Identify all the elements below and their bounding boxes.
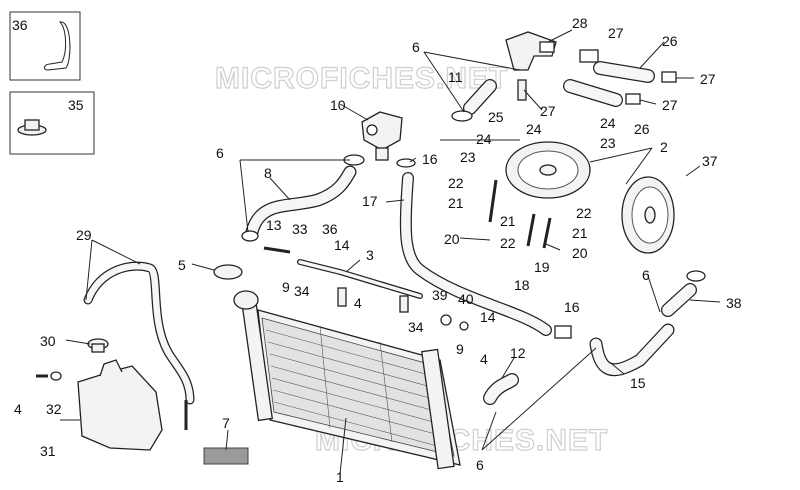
callout-27: 27 [700,71,716,87]
callout-5: 5 [178,257,186,273]
inset-box-35 [9,91,95,155]
callout-4: 4 [14,401,22,417]
bolt-20b [526,213,536,247]
decal-7 [203,447,249,465]
sensor-25 [517,79,527,101]
callout-26: 26 [634,121,650,137]
callout-24: 24 [526,121,542,137]
callout-34: 34 [408,319,424,335]
callout-38: 38 [726,295,742,311]
callout-22: 22 [448,175,464,191]
callout-22: 22 [500,235,516,251]
callout-22: 22 [576,205,592,221]
clamp-27d [539,41,555,53]
washer-39 [440,314,452,326]
callout-28: 28 [572,15,588,31]
callout-6: 6 [642,267,650,283]
callout-21: 21 [572,225,588,241]
callout-4: 4 [354,295,362,311]
callout-14: 14 [334,237,350,253]
bolt-13 [263,246,291,254]
callout-39: 39 [432,287,448,303]
callout-24: 24 [600,115,616,131]
grommet-top [24,119,40,131]
radiator [233,290,461,470]
bolt-20a [488,179,498,223]
callout-24: 24 [476,131,492,147]
clamp-27c [625,93,641,105]
callout-18: 18 [514,277,530,293]
callout-14: 14 [480,309,496,325]
callout-3: 3 [366,247,374,263]
clamp-27a [579,49,599,63]
callout-36: 36 [322,221,338,237]
callout-6: 6 [476,457,484,473]
callout-numbers: 36 35 6 11 28 27 26 27 27 27 10 25 24 24… [12,15,742,485]
callout-27: 27 [608,25,624,41]
callout-36: 36 [12,17,28,33]
callout-8: 8 [264,165,272,181]
cooling-fan-left [505,141,591,199]
o-ring-part [43,21,71,71]
callout-11: 11 [448,69,463,85]
callout-29: 29 [76,227,92,243]
callout-33: 33 [292,221,308,237]
callout-27: 27 [662,97,678,113]
callout-37: 37 [702,153,718,169]
callout-40: 40 [458,291,474,307]
bolt-20c [542,217,552,249]
leader-lines [60,29,721,475]
hose-17 [399,172,552,336]
callout-16: 16 [564,299,580,315]
callout-16: 16 [422,151,438,167]
callout-26: 26 [662,33,678,49]
washer-40 [459,321,469,331]
callout-10: 10 [330,97,346,113]
thermostat-housing [361,111,403,151]
clamp-6a [241,230,259,242]
callout-12: 12 [510,345,526,361]
expansion-tank [77,359,163,451]
clamp-6d [686,270,706,282]
callout-30: 30 [40,333,56,349]
callout-2: 2 [660,139,668,155]
radiator-filler-neck [233,290,259,310]
callout-4: 4 [480,351,488,367]
callout-32: 32 [46,401,62,417]
callout-9: 9 [456,341,464,357]
callout-23: 23 [460,149,476,165]
callout-19: 19 [534,259,550,275]
callout-7: 7 [222,415,230,431]
callout-1: 1 [336,469,344,485]
callout-15: 15 [630,375,646,391]
callout-31: 31 [40,443,56,459]
callout-21: 21 [448,195,464,211]
callout-13: 13 [266,217,282,233]
grommet-32 [50,371,62,381]
cooling-fan-right [621,176,675,254]
callout-20: 20 [572,245,588,261]
spacer-34a [337,287,347,307]
callout-6: 6 [216,145,224,161]
watermark-top: MICROFICHES.NET [215,62,508,95]
callout-6: 6 [412,39,420,55]
callout-25: 25 [488,109,504,125]
spacer-34b [399,295,409,313]
callout-23: 23 [600,135,616,151]
callout-9: 9 [282,279,290,295]
callout-21: 21 [500,213,516,229]
callout-27: 27 [540,103,556,119]
clamp-16a [396,158,416,168]
callout-20: 20 [444,231,460,247]
callout-17: 17 [362,193,378,209]
radiator-cap [213,264,243,280]
callout-34: 34 [294,283,310,299]
clamp-27b [661,71,677,83]
clamp-6c [451,110,473,122]
clamp-16b [554,325,572,339]
callout-35: 35 [68,97,84,113]
